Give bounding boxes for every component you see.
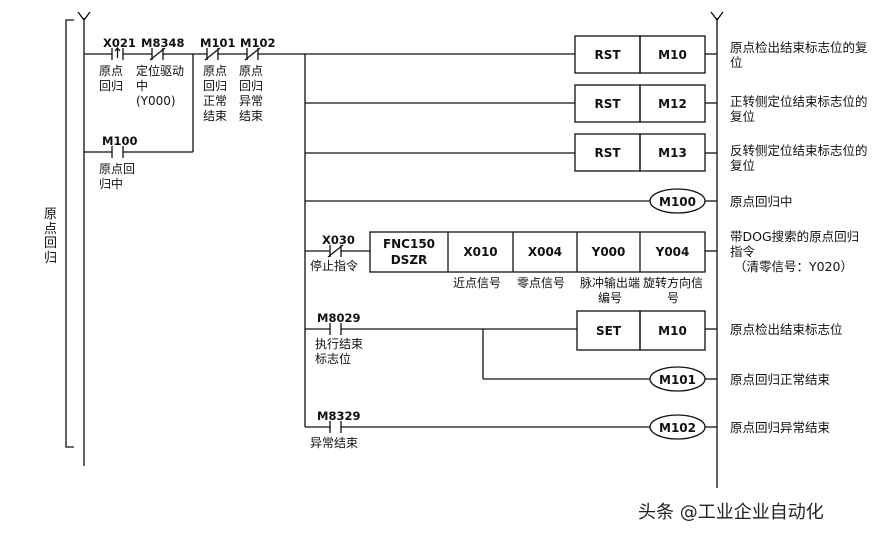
coil-m100[interactable]: M100 (659, 194, 696, 209)
operand-y000-comment: 脉冲输出端编号 (580, 276, 641, 305)
contact-m101-comment: 原点回归正常结束 (203, 64, 228, 123)
note-rung-5-clear-signal: （清零信号：Y020） (734, 259, 853, 274)
contact-m8029-comment: 执行结束标志位 (315, 337, 364, 366)
section-label: 原点回归 (44, 207, 58, 266)
left-rail-marker (77, 11, 91, 22)
rst-instruction[interactable]: RST (594, 96, 621, 111)
fnc-number: FNC150 (382, 237, 436, 251)
operand-x010-comment: 近点信号 (453, 276, 502, 290)
contact-x021-comment: 原点回归 (99, 64, 124, 93)
contact-x030-comment: 停止指令 (310, 259, 359, 273)
contact-m100-comment: 原点回归中 (99, 162, 136, 191)
operand-y004-comment: 旋转方向信号 (642, 276, 703, 305)
contact-x030-label[interactable]: X030 (322, 233, 355, 247)
note-rung-3: 反转侧定位结束标志位的复位 (730, 143, 868, 173)
fnc-mnemonic: DSZR (390, 253, 428, 267)
note-rung-8: 原点回归异常结束 (730, 420, 831, 435)
section-bracket (65, 19, 74, 448)
note-rung-1: 原点检出结束标志位的复位 (730, 40, 868, 70)
rst-operand-m12[interactable]: M12 (658, 96, 687, 111)
dszr-instruction[interactable]: FNC150 DSZR (370, 232, 448, 272)
note-rung-5: 带DOG搜索的原点回归指令 (730, 229, 860, 259)
contact-m102-label[interactable]: M102 (240, 36, 276, 50)
contact-m8329-comment: 异常结束 (310, 436, 359, 450)
watermark: 头条 @工业企业自动化 (638, 502, 824, 523)
rst-operand-m13[interactable]: M13 (658, 145, 687, 160)
coil-m102[interactable]: M102 (659, 420, 696, 435)
note-rung-7: 原点回归正常结束 (730, 372, 831, 387)
rst-instruction[interactable]: RST (594, 47, 621, 62)
rst-instruction[interactable]: RST (594, 145, 621, 160)
contact-m100-label[interactable]: M100 (102, 134, 138, 148)
contact-m8029-label[interactable]: M8029 (317, 311, 361, 325)
note-rung-6: 原点检出结束标志位 (730, 322, 843, 337)
operand-y004[interactable]: Y004 (655, 245, 690, 259)
contact-m8329-label[interactable]: M8329 (317, 409, 361, 423)
note-rung-4: 原点回归中 (730, 194, 793, 209)
operand-x010[interactable]: X010 (463, 245, 498, 259)
set-instruction[interactable]: SET (595, 323, 622, 338)
rst-operand-m10[interactable]: M10 (658, 47, 687, 62)
contact-m8348-label[interactable]: M8348 (141, 36, 185, 50)
operand-x004[interactable]: X004 (527, 245, 563, 259)
contact-m102-comment: 原点回归异常结束 (239, 64, 264, 123)
contact-m101-label[interactable]: M101 (200, 36, 236, 50)
operand-x004-comment: 零点信号 (517, 276, 566, 290)
coil-m101[interactable]: M101 (659, 372, 696, 387)
operand-y000[interactable]: Y000 (591, 245, 626, 259)
note-rung-2: 正转侧定位结束标志位的复位 (730, 94, 868, 124)
set-operand-m10[interactable]: M10 (658, 323, 687, 338)
right-rail-marker (710, 11, 724, 22)
contact-m8348-comment: 定位驱动中(Y000) (136, 64, 185, 108)
contact-x021-label[interactable]: X021 (103, 36, 136, 50)
